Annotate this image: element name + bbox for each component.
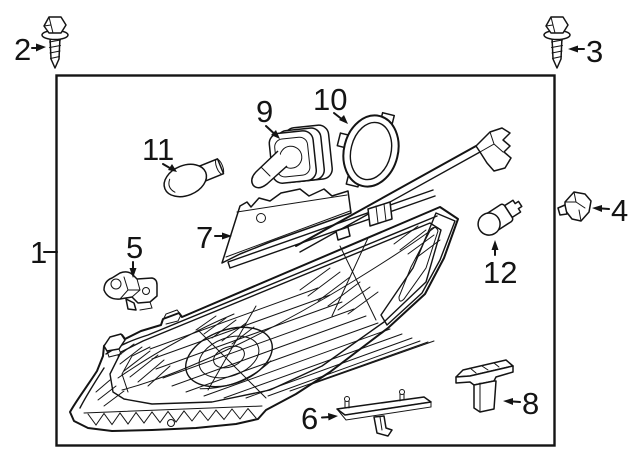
callout-5-label: 5 <box>126 230 143 265</box>
part8-retainer-clip <box>455 359 514 413</box>
callout-4-label: 4 <box>611 193 628 228</box>
callout-1: 1 <box>30 235 58 270</box>
lamp-skirt <box>83 405 263 427</box>
callout-11: 11 <box>142 132 177 172</box>
callout-9-label: 9 <box>256 94 273 129</box>
callout-2-label: 2 <box>14 32 31 67</box>
callout-7: 7 <box>196 220 232 255</box>
callout-8-label: 8 <box>522 386 539 421</box>
part6-lower-retainer <box>336 389 432 437</box>
callout-5: 5 <box>126 230 143 278</box>
callout-6-label: 6 <box>301 401 318 436</box>
callout-1-label: 1 <box>30 235 47 270</box>
part7-headlamp-bracket <box>221 188 436 269</box>
callout-2: 2 <box>14 32 46 67</box>
callout-6: 6 <box>301 401 338 436</box>
part3-bolt <box>543 16 571 69</box>
part12-wedge-bulb <box>477 199 523 236</box>
reflector-louvers <box>149 287 435 399</box>
callout-12: 12 <box>483 240 517 290</box>
part2-bolt <box>41 16 69 69</box>
part4-retainer-clip <box>557 191 592 222</box>
callout-10: 10 <box>313 82 348 124</box>
headlamp-assembly-drawing <box>69 127 512 432</box>
part10-retaining-ring <box>336 111 400 188</box>
part9-bulb-socket <box>251 124 333 189</box>
callout-11-label: 11 <box>142 132 174 167</box>
callout-3: 3 <box>568 34 603 69</box>
callout-7-label: 7 <box>196 220 213 255</box>
callout-4: 4 <box>592 193 628 228</box>
callout-8: 8 <box>503 386 539 421</box>
hatching <box>95 225 441 407</box>
part11-signal-bulb <box>163 158 225 198</box>
callout-3-label: 3 <box>586 34 603 69</box>
part5-mounting-bracket <box>103 271 158 311</box>
callout-10-label: 10 <box>313 82 347 117</box>
callouts: 1 2 3 4 5 6 7 8 <box>14 32 628 436</box>
callout-12-label: 12 <box>483 255 517 290</box>
callout-9: 9 <box>256 94 280 139</box>
